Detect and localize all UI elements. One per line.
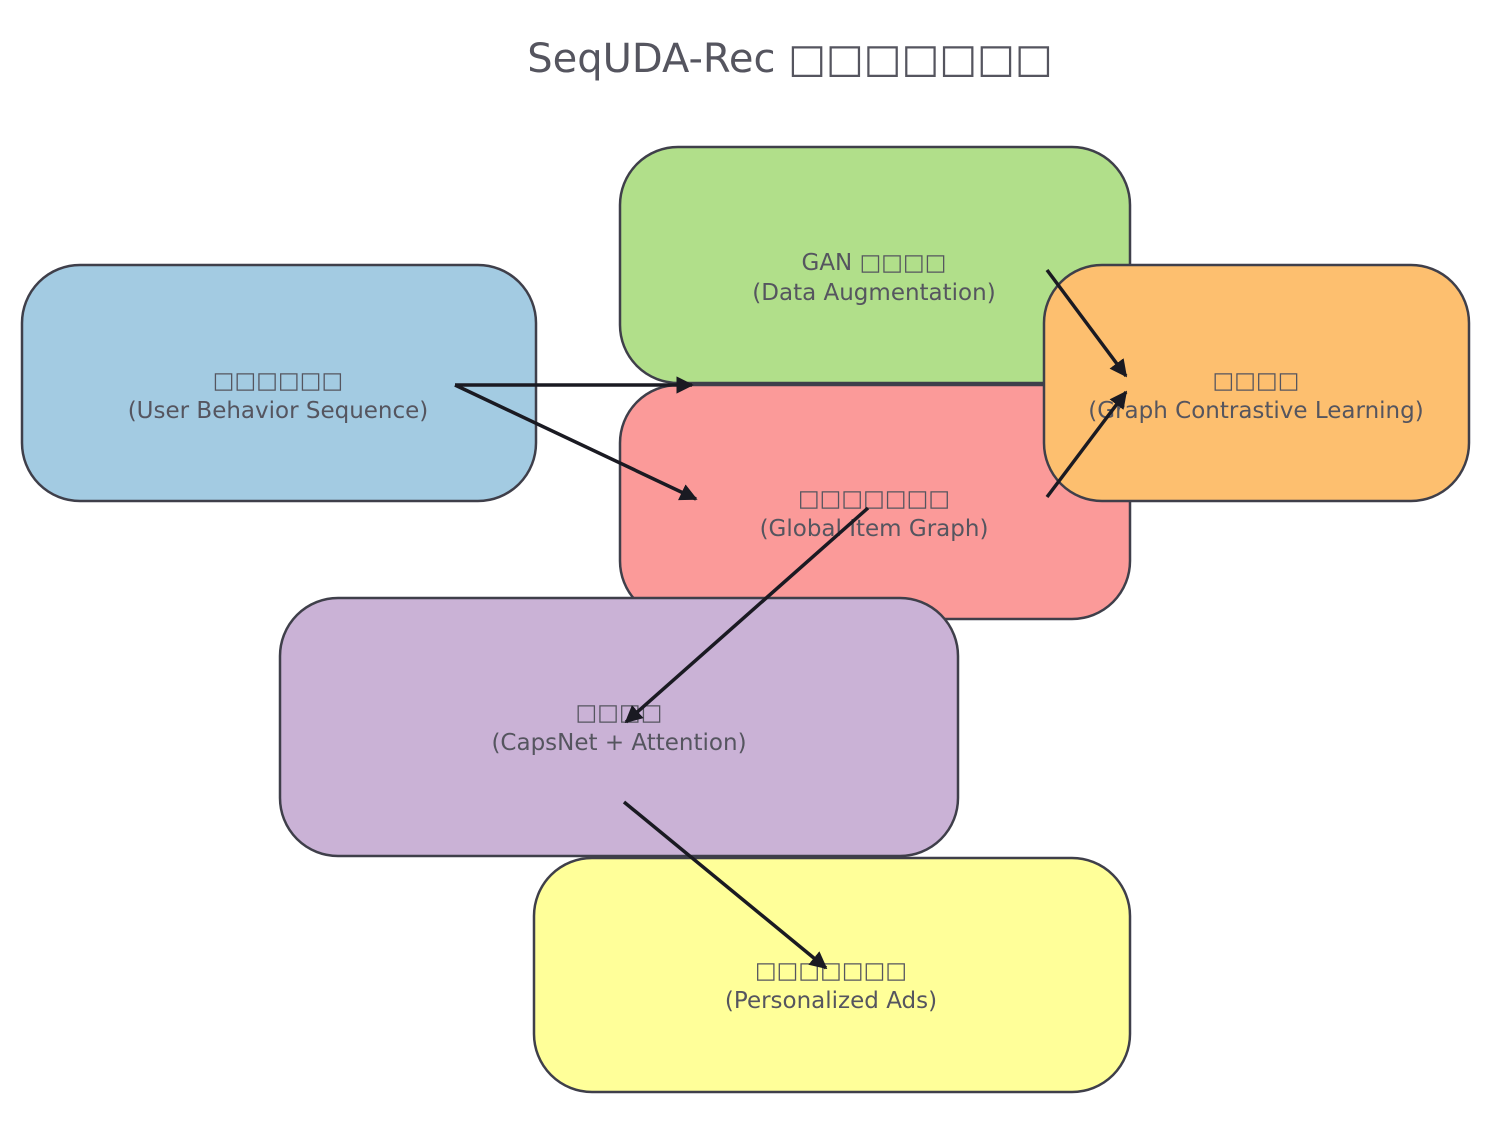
node-sublabel-user-seq: (User Behavior Sequence) [128, 398, 429, 424]
node-box-contrastive [1042, 263, 1471, 503]
node-contrastive: □□□□ (Graph Contrastive Learning) [1042, 263, 1471, 503]
edge-global-graph-to-contrastive [1045, 390, 1128, 499]
node-label-ads: □□□□□□□ [755, 958, 907, 984]
edges-layer [454, 268, 1128, 970]
diagram-title: SeqUDA-Rec □□□□□□□ [527, 36, 1053, 82]
node-sublabel-contrastive: (Graph Contrastive Learning) [1088, 398, 1423, 424]
node-label-user-seq: □□□□□□ [213, 368, 343, 394]
node-user-seq: □□□□□□ (User Behavior Sequence) [20, 263, 538, 503]
node-box-ads [532, 856, 1132, 1094]
node-label-gan: GAN □□□□ [802, 250, 947, 276]
node-box-capsnet [278, 596, 960, 858]
node-sublabel-ads: (Personalized Ads) [725, 988, 937, 1014]
nodes-layer: □□□□□□ (User Behavior Sequence) GAN □□□□ (D… [20, 145, 1471, 1094]
edge-capsnet-to-ads [622, 800, 828, 970]
node-global-graph: □□□□□□□ (Global Item Graph) [618, 383, 1132, 621]
node-sublabel-gan: (Data Augmentation) [752, 280, 995, 306]
node-box-user-seq [20, 263, 538, 503]
edge-global-graph-to-capsnet [624, 506, 870, 724]
node-label-contrastive: □□□□ [1213, 368, 1300, 394]
node-ads: □□□□□□□ (Personalized Ads) [532, 856, 1132, 1094]
node-sublabel-capsnet: (CapsNet + Attention) [491, 730, 746, 756]
edge-gan-to-contrastive [1045, 268, 1128, 378]
edge-user-seq-to-global-graph [454, 383, 698, 501]
node-capsnet: □□□□ (CapsNet + Attention) [278, 596, 960, 858]
node-sublabel-global-graph: (Global Item Graph) [760, 516, 989, 542]
node-label-capsnet: □□□□ [576, 700, 663, 726]
node-label-global-graph: □□□□□□□ [798, 486, 950, 512]
